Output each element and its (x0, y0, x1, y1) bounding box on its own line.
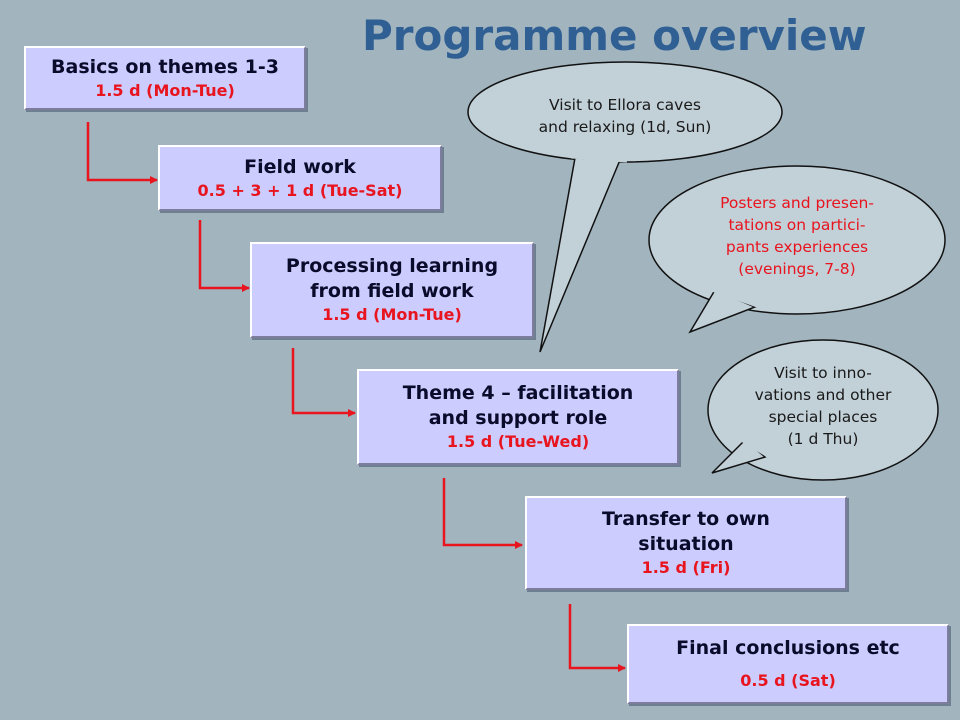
callout-line: Visit to inno- (774, 364, 872, 382)
arrow-3-to-4 (291, 348, 356, 417)
step-duration: 0.5 d (Sat) (740, 671, 836, 691)
step-label: Field work (244, 155, 356, 178)
step-box-theme-4: Theme 4 – facilitation and support role … (357, 369, 679, 465)
callout-line: vations and other (754, 386, 892, 404)
callout-ellora: Visit to Ellora caves and relaxing (1d, … (500, 94, 750, 138)
step-box-processing: Processing learning from field work 1.5 … (250, 242, 534, 338)
step-label-line-1: Theme 4 – facilitation (402, 382, 634, 404)
callout-posters-shape (648, 165, 946, 334)
step-label-line-2: and support role (428, 407, 608, 429)
callout-ellora-shape (467, 61, 783, 353)
step-label-line-2: situation (638, 533, 734, 555)
page-title: Programme overview (362, 11, 867, 60)
step-duration: 1.5 d (Mon-Tue) (95, 80, 235, 100)
step-box-basics: Basics on themes 1-3 1.5 d (Mon-Tue) (24, 46, 306, 110)
step-duration: 1.5 d (Fri) (641, 558, 731, 577)
step-label-line-1: Processing learning (285, 255, 499, 277)
step-label-line-1: Transfer to own (602, 508, 770, 530)
step-label-line-2: from field work (310, 280, 474, 302)
callout-line: and relaxing (1d, Sun) (538, 118, 712, 136)
arrow-4-to-5 (442, 478, 523, 549)
connector-arrows (86, 122, 626, 672)
step-duration: 0.5 + 3 + 1 d (Tue-Sat) (197, 180, 403, 200)
callout-line: special places (768, 408, 878, 426)
callout-line: tations on partici- (728, 216, 866, 234)
callout-line: Posters and presen- (720, 194, 874, 212)
step-duration: 1.5 d (Mon-Tue) (322, 305, 462, 324)
callout-line: pants experiences (725, 238, 869, 256)
arrow-5-to-6 (568, 604, 626, 672)
callout-line: (1 d Thu) (787, 430, 859, 448)
step-label: Basics on themes 1-3 (51, 55, 279, 78)
callout-line: Visit to Ellora caves (549, 96, 701, 114)
arrow-2-to-3 (198, 220, 250, 292)
step-duration: 1.5 d (Tue-Wed) (446, 432, 590, 451)
step-box-field-work: Field work 0.5 + 3 + 1 d (Tue-Sat) (158, 145, 442, 211)
step-box-transfer: Transfer to own situation 1.5 d (Fri) (525, 496, 847, 590)
arrow-1-to-2 (86, 122, 158, 184)
callout-innovations: Visit to inno- vations and other special… (728, 362, 918, 450)
callout-line: (evenings, 7-8) (738, 260, 856, 278)
callout-posters: Posters and presen- tations on partici- … (672, 192, 922, 280)
callout-innovations-shape (707, 339, 939, 481)
step-box-final: Final conclusions etc 0.5 d (Sat) (627, 624, 949, 704)
step-label: Final conclusions etc (676, 636, 900, 659)
